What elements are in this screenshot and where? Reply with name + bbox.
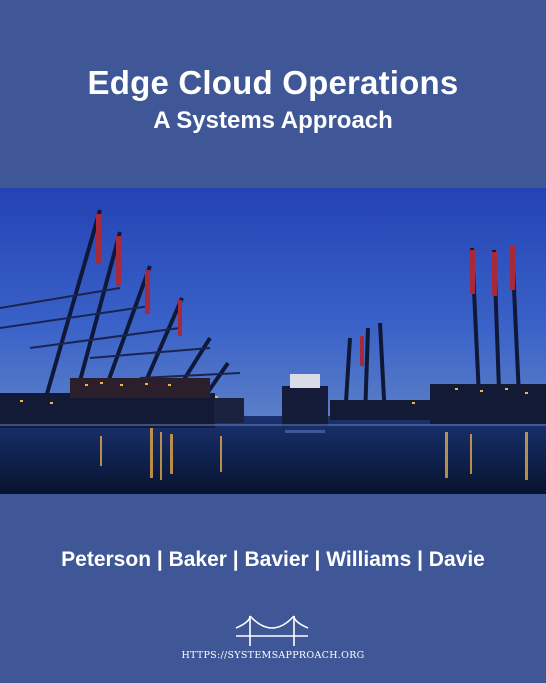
cover-photo	[0, 188, 546, 494]
bridge-icon	[232, 612, 312, 652]
website-url[interactable]: HTTPS://SYSTEMSAPPROACH.ORG	[181, 650, 365, 661]
book-authors: Peterson | Baker | Bavier | Williams | D…	[61, 548, 485, 571]
book-subtitle: A Systems Approach	[153, 107, 393, 134]
container-port-night-photo	[0, 188, 546, 494]
book-title: Edge Cloud Operations	[87, 64, 459, 101]
